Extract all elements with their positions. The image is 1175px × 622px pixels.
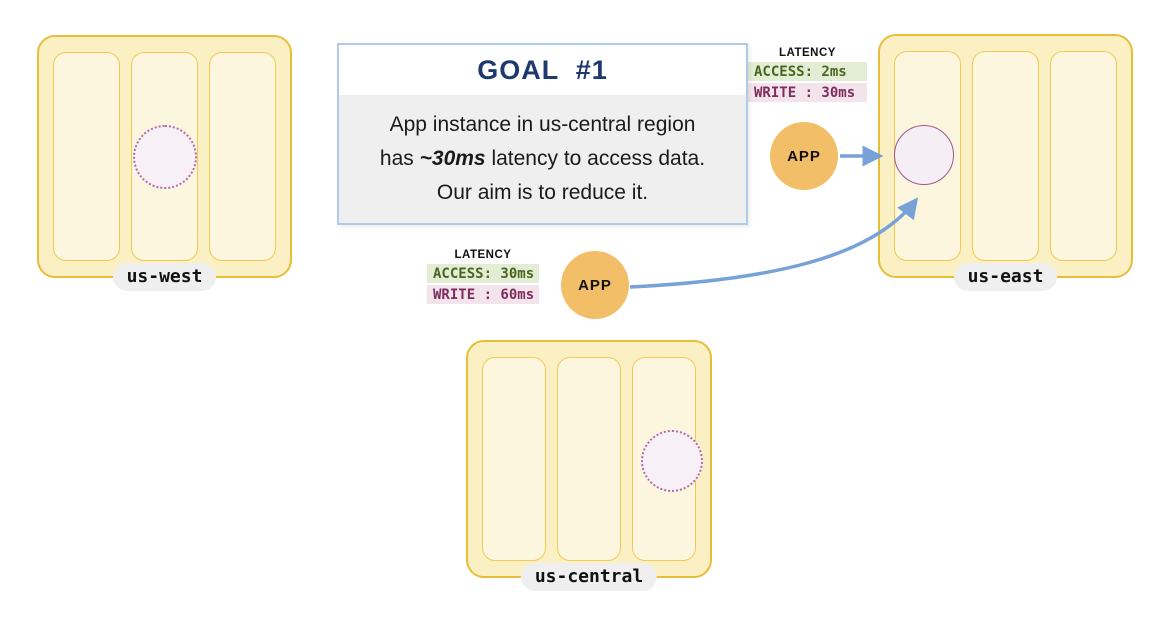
latency-central-access-badge: ACCESS: 30ms (427, 264, 539, 283)
us-central-label: us-central (520, 563, 658, 591)
app-instance-east: APP (770, 122, 838, 190)
goal-body-line3: Our aim is to reduce it. (436, 181, 649, 204)
us-east-label: us-east (953, 263, 1058, 291)
goal-body-line1: App instance in us-central region (389, 113, 696, 136)
app-central-label: APP (578, 276, 612, 294)
goal-line2-emphasis: ~30ms (419, 147, 486, 170)
latency-block-east: LATENCY ACCESS: 2ms WRITE : 30ms (748, 47, 867, 104)
planned-data-circle-us-west (133, 125, 197, 189)
us-west-zone-1 (53, 52, 120, 261)
data-circle-us-east (894, 125, 954, 185)
latency-east-write-badge: WRITE : 30ms (748, 83, 867, 102)
app-east-label: APP (787, 147, 821, 165)
goal-title: GOAL #1 (477, 54, 608, 85)
us-east-zone-2 (972, 51, 1039, 261)
latency-central-title: LATENCY (454, 249, 512, 261)
goal-line2-post: latency to access data. (485, 147, 706, 170)
us-central-zone-1 (482, 357, 546, 561)
goal-line2-pre: has (379, 147, 420, 170)
latency-east-access-badge: ACCESS: 2ms (748, 62, 867, 81)
planned-data-circle-us-central (641, 430, 703, 492)
goal-box: GOAL #1 App instance in us-central regio… (337, 43, 748, 225)
latency-block-central: LATENCY ACCESS: 30ms WRITE : 60ms (427, 249, 539, 306)
app-instance-central: APP (561, 251, 629, 319)
latency-central-write-badge: WRITE : 60ms (427, 285, 539, 304)
goal-header: GOAL #1 (339, 45, 746, 95)
us-west-zone-3 (209, 52, 276, 261)
us-west-label: us-west (112, 263, 217, 291)
goal-body: App instance in us-central region has ~3… (339, 95, 746, 223)
us-central-zone-2 (557, 357, 621, 561)
us-east-zone-3 (1050, 51, 1117, 261)
latency-east-title: LATENCY (779, 47, 836, 59)
goal-body-line2: has ~30ms latency to access data. (380, 142, 705, 176)
